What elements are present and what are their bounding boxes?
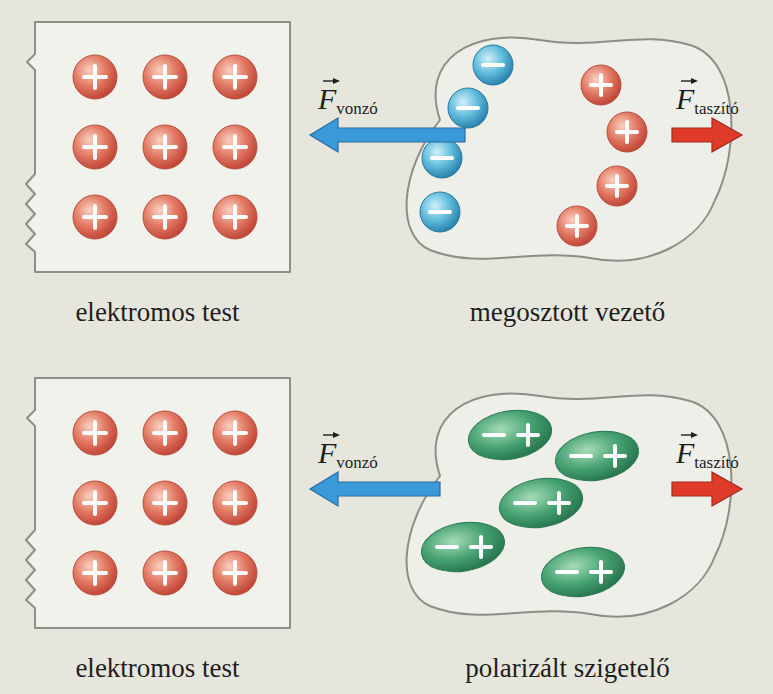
positive-charges <box>73 411 257 595</box>
positive-charge <box>73 125 117 169</box>
body-outline <box>20 20 295 275</box>
positive-charge <box>213 55 257 99</box>
positive-charge <box>581 65 621 105</box>
positive-charge <box>213 195 257 239</box>
positive-charge <box>213 551 257 595</box>
outline-path <box>407 394 732 617</box>
body-caption: elektromos test <box>75 653 239 684</box>
neutral-body: megosztott vezető <box>390 20 745 275</box>
body-caption: megosztott vezető <box>470 297 666 328</box>
repulsion-arrow <box>672 472 742 506</box>
force-subscript: vonzó <box>336 453 378 472</box>
force-symbol: F <box>318 82 336 115</box>
positive-charge <box>213 125 257 169</box>
positive-charge <box>607 112 647 152</box>
repulsion-arrow <box>672 118 742 152</box>
positive-charge <box>73 55 117 99</box>
dipoles <box>417 404 642 603</box>
force-label: Fvonzó <box>318 84 378 117</box>
positive-charge <box>143 411 187 455</box>
negative-charge <box>422 138 462 178</box>
charged-body: elektromos test <box>20 376 295 631</box>
outline-path <box>407 38 732 261</box>
negative-charge <box>420 192 460 232</box>
force-subscript: taszító <box>694 453 738 472</box>
body-caption: polarizált szigetelő <box>465 653 670 684</box>
positive-charge <box>143 481 187 525</box>
dipole <box>551 425 642 487</box>
positive-charges <box>73 55 257 239</box>
dipole <box>495 472 586 534</box>
positive-charge <box>73 481 117 525</box>
positive-charge <box>213 411 257 455</box>
positive-charge <box>143 125 187 169</box>
positive-charge <box>557 206 597 246</box>
positive-charge <box>597 166 637 206</box>
blob-outline <box>390 376 745 631</box>
force-label: Ftaszító <box>676 84 739 117</box>
blob-outline <box>390 20 745 275</box>
positive-charge <box>143 195 187 239</box>
dipole <box>537 541 628 603</box>
positive-charge <box>73 411 117 455</box>
positive-charge <box>213 481 257 525</box>
force-subscript: taszító <box>694 99 738 118</box>
force-symbol: F <box>318 436 336 469</box>
body-caption: elektromos test <box>75 297 239 328</box>
positive-charge <box>73 195 117 239</box>
attraction-arrow <box>310 118 465 152</box>
induced-charges <box>420 45 647 246</box>
charged-body: elektromos test <box>20 20 295 275</box>
dipole <box>464 404 555 466</box>
outline-path <box>26 378 290 628</box>
neutral-body: polarizált szigetelő <box>390 376 745 631</box>
force-label: Fvonzó <box>318 438 378 471</box>
dipole <box>417 516 508 578</box>
outline-path <box>26 22 290 272</box>
force-symbol: F <box>676 436 694 469</box>
positive-charge <box>143 551 187 595</box>
force-label: Ftaszító <box>676 438 739 471</box>
force-symbol: F <box>676 82 694 115</box>
force-subscript: vonzó <box>336 99 378 118</box>
positive-charge <box>143 55 187 99</box>
attraction-arrow <box>310 472 440 506</box>
negative-charge <box>473 45 513 85</box>
body-outline <box>20 376 295 631</box>
positive-charge <box>73 551 117 595</box>
negative-charge <box>448 88 488 128</box>
